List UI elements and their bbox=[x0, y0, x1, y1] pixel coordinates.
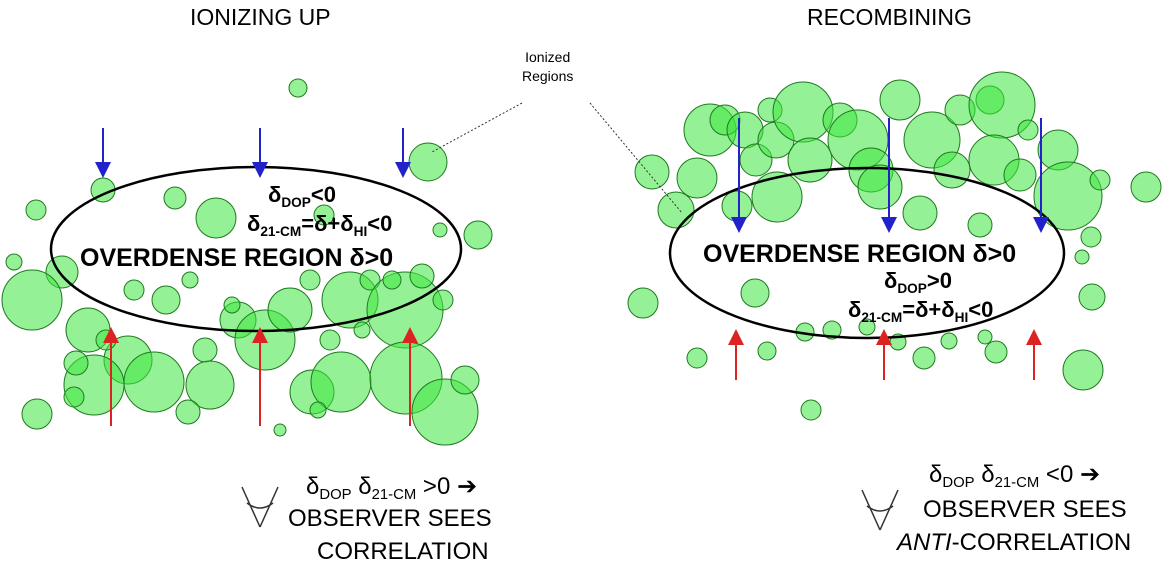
ionized-bubble bbox=[676, 157, 718, 199]
ionized-bubble bbox=[409, 263, 435, 289]
ionized-bubble bbox=[267, 287, 313, 333]
ionized-regions-callout: Ionized Regions bbox=[522, 48, 573, 86]
ionized-bubble bbox=[822, 320, 842, 340]
ionized-bubble bbox=[902, 195, 938, 231]
ionized-bubble bbox=[319, 329, 341, 351]
right-region-label: OVERDENSE REGION δ>0 bbox=[703, 240, 1017, 268]
callout-leader-right bbox=[589, 102, 683, 214]
ionized-bubble bbox=[195, 197, 237, 239]
ionized-bubble bbox=[353, 321, 371, 339]
ionized-bubble bbox=[686, 347, 708, 369]
right-overdense-ellipse bbox=[668, 166, 1066, 340]
ionized-bubble bbox=[984, 340, 1008, 364]
callout-line-1: Ionized bbox=[525, 49, 571, 65]
ionized-bubble bbox=[1033, 161, 1103, 231]
right-eq-21cm: δ21-CM=δ+δHI<0 bbox=[848, 297, 994, 325]
ionized-bubble bbox=[359, 269, 381, 291]
ionized-bubble bbox=[879, 79, 921, 121]
ionized-bubble bbox=[123, 351, 185, 413]
ionized-bubble bbox=[185, 360, 235, 410]
ionized-bubble bbox=[1017, 119, 1039, 141]
callout-line-2: Regions bbox=[522, 67, 574, 84]
ionized-bubble bbox=[967, 212, 993, 238]
correlation-suffix: -CORRELATION bbox=[951, 529, 1132, 556]
ionized-bubble bbox=[450, 365, 480, 395]
left-eq-21cm: δ21-CM=δ+δHI<0 bbox=[247, 211, 393, 239]
ionized-bubble bbox=[751, 171, 803, 223]
ionized-bubble bbox=[627, 287, 659, 319]
right-panel-title: RECOMBINING bbox=[807, 4, 972, 30]
ionized-bubble bbox=[223, 296, 241, 314]
ionized-bubble bbox=[634, 154, 670, 190]
ionized-bubble bbox=[1003, 158, 1037, 192]
ionized-bubble bbox=[757, 341, 777, 361]
right-observer-eye-icon bbox=[861, 489, 899, 531]
ionized-bubble bbox=[912, 346, 936, 370]
ionized-bubble bbox=[163, 186, 187, 210]
ionized-bubble bbox=[309, 401, 327, 419]
ionized-bubble bbox=[1074, 249, 1090, 265]
right-observer-eq: δDOP δ21-CM <0 ➔ bbox=[929, 461, 1101, 492]
left-region-label: OVERDENSE REGION δ>0 bbox=[80, 244, 394, 272]
right-observer-line2: ANTI-CORRELATION bbox=[897, 531, 1131, 555]
ionized-bubble bbox=[857, 164, 903, 210]
ionized-bubble bbox=[1078, 283, 1106, 311]
ionized-bubble bbox=[63, 386, 85, 408]
callout-leader-left bbox=[431, 102, 523, 153]
ionized-bubble bbox=[151, 285, 181, 315]
ionized-bubble bbox=[288, 78, 308, 98]
left-observer-eye-icon bbox=[241, 486, 279, 528]
ionized-bubble bbox=[432, 289, 454, 311]
ionized-bubble bbox=[181, 271, 199, 289]
ionized-bubble bbox=[1130, 171, 1162, 203]
ionized-bubble bbox=[21, 398, 53, 430]
ionized-bubble bbox=[940, 332, 958, 350]
ionized-bubble bbox=[858, 318, 876, 336]
right-eq-dop: δDOP>0 bbox=[884, 268, 952, 296]
ionized-bubble bbox=[432, 222, 448, 238]
ionized-bubble bbox=[1080, 226, 1102, 248]
left-eq-dop: δDOP<0 bbox=[268, 182, 336, 210]
ionized-bubble bbox=[382, 270, 402, 290]
left-observer-line1: OBSERVER SEES bbox=[288, 505, 492, 532]
ionized-bubble bbox=[411, 378, 479, 446]
ionized-bubble bbox=[273, 423, 287, 437]
right-observer-line1: OBSERVER SEES bbox=[923, 496, 1127, 523]
ionized-bubble bbox=[1, 269, 63, 331]
ionized-bubble bbox=[5, 253, 23, 271]
ionized-bubble bbox=[299, 269, 321, 291]
ionized-bubble bbox=[740, 278, 770, 308]
anti-prefix: ANTI bbox=[897, 529, 952, 556]
ionized-bubble bbox=[63, 350, 89, 376]
left-observer-line2: CORRELATION bbox=[317, 538, 489, 565]
ionized-bubble bbox=[175, 399, 201, 425]
ionized-bubble bbox=[1089, 169, 1111, 191]
ionized-bubble bbox=[25, 199, 47, 221]
ionized-bubble bbox=[977, 329, 993, 345]
ionized-bubble bbox=[800, 399, 822, 421]
ionized-bubble bbox=[123, 279, 145, 301]
ionized-bubble bbox=[313, 204, 335, 226]
left-panel-title: IONIZING UP bbox=[190, 4, 331, 30]
ionized-bubble bbox=[463, 220, 493, 250]
left-observer-eq: δDOP δ21-CM >0 ➔ bbox=[306, 473, 478, 504]
ionized-bubble bbox=[1062, 349, 1104, 391]
